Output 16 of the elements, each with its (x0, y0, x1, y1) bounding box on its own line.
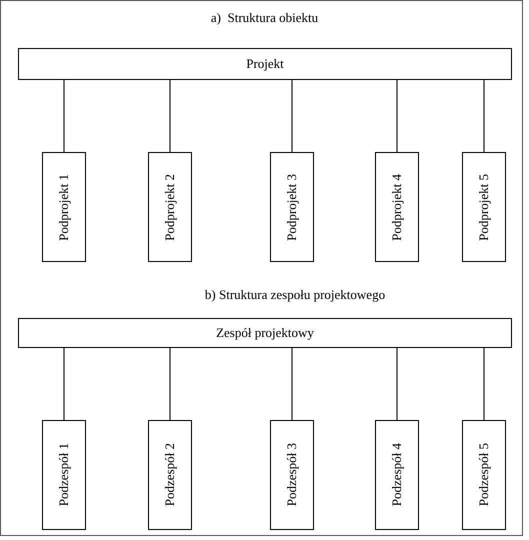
child-box: Podzespół 5 (462, 420, 506, 530)
section-heading: a) Struktura obiektu (210, 9, 318, 27)
child-box: Podprojekt 2 (148, 152, 192, 262)
child-box: Podzespół 2 (148, 420, 192, 530)
section-heading: b) Struktura zespołu projektowego (204, 286, 386, 304)
parent-box: Projekt (18, 48, 512, 80)
child-box: Podprojekt 5 (462, 152, 506, 262)
child-box: Podprojekt 4 (375, 152, 419, 262)
child-box: Podzespół 3 (270, 420, 314, 530)
parent-box: Zespół projektowy (18, 318, 512, 348)
child-box: Podzespół 4 (375, 420, 419, 530)
child-box: Podprojekt 1 (42, 152, 86, 262)
connector-line (396, 80, 398, 152)
child-box: Podprojekt 3 (270, 152, 314, 262)
connector-line (396, 348, 398, 420)
child-box: Podzespół 1 (42, 420, 86, 530)
